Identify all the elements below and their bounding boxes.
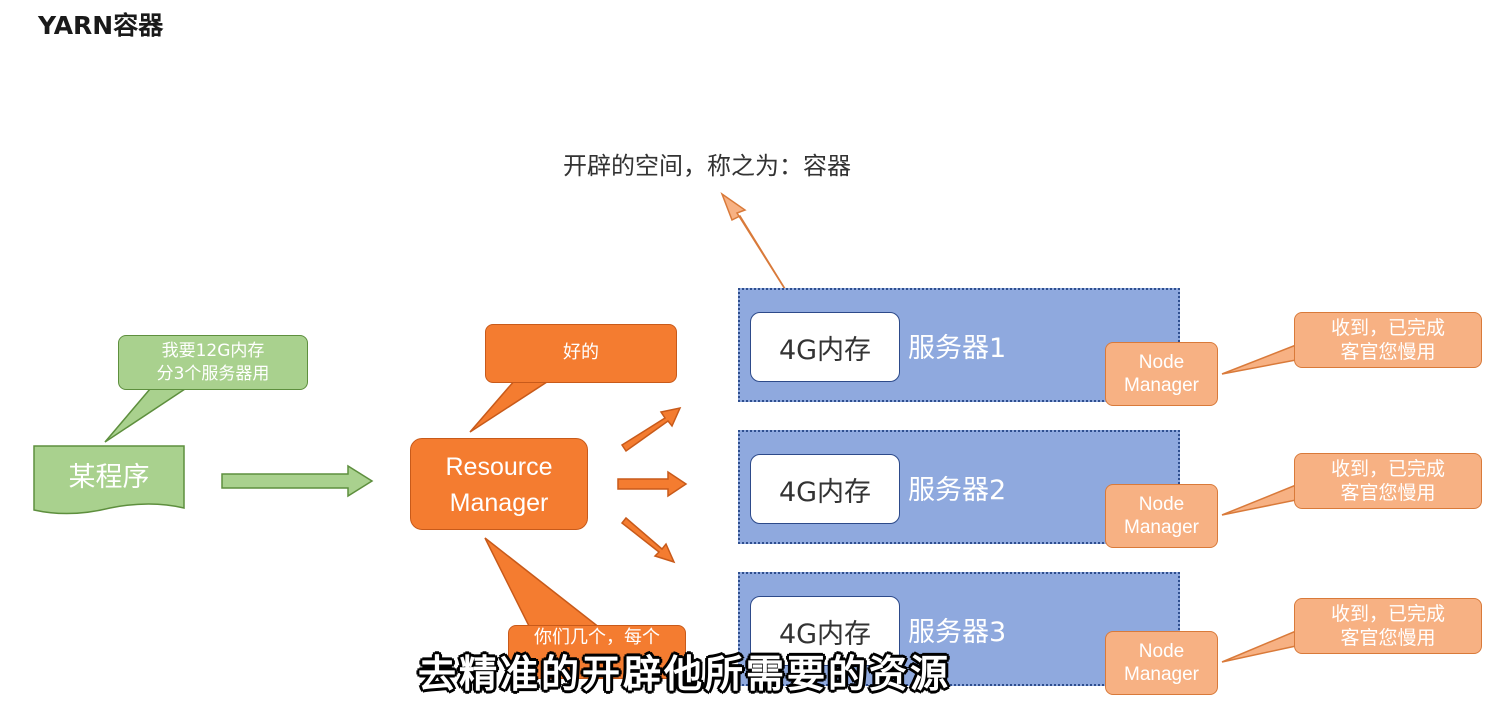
instruct-bubble-tail xyxy=(484,537,603,629)
reply-line-1: 收到，已完成 xyxy=(1330,458,1445,480)
page-title: YARN容器 xyxy=(38,11,164,40)
instruct-bubble: 你们几个，每个 xyxy=(508,625,686,679)
node-reply-tail-3 xyxy=(1221,629,1297,663)
reply-line-1: 收到，已完成 xyxy=(1330,603,1445,625)
node-reply-tail-2 xyxy=(1221,483,1297,516)
node-manager-1: Node Manager xyxy=(1105,342,1218,406)
program-label: 某程序 xyxy=(68,462,150,493)
program-to-rm-arrow xyxy=(221,464,374,498)
request-line-2: 分3个服务器用 xyxy=(156,364,270,384)
request-line-1: 我要12G内存 xyxy=(161,341,265,361)
node-manager-2: Node Manager xyxy=(1105,484,1218,548)
server-label-1: 服务器1 xyxy=(908,333,1007,364)
reply-line-2: 客官您慢用 xyxy=(1340,627,1436,649)
reply-line-2: 客官您慢用 xyxy=(1340,341,1436,363)
video-subtitle: 去精准的开辟他所需要的资源 xyxy=(418,652,952,696)
rm-to-server3-arrow xyxy=(620,516,676,564)
nm-line-1: Node xyxy=(1138,494,1185,515)
reply-line-2: 客官您慢用 xyxy=(1340,482,1436,504)
reply-line-1: 收到，已完成 xyxy=(1330,317,1445,339)
node-manager-3: Node Manager xyxy=(1105,631,1218,695)
server-3: 4G内存 服务器3 xyxy=(738,572,1180,686)
memory-container-3: 4G内存 xyxy=(750,596,900,666)
server-label-3: 服务器3 xyxy=(908,617,1007,648)
server-label-2: 服务器2 xyxy=(908,475,1007,506)
node-reply-3: 收到，已完成 客官您慢用 xyxy=(1294,598,1482,654)
request-bubble: 我要12G内存 分3个服务器用 xyxy=(118,335,308,390)
nm-line-2: Manager xyxy=(1124,664,1199,685)
nm-line-2: Manager xyxy=(1124,517,1199,538)
rm-to-server2-arrow xyxy=(617,470,688,498)
nm-line-2: Manager xyxy=(1124,375,1199,396)
node-reply-1: 收到，已完成 客官您慢用 xyxy=(1294,312,1482,368)
memory-container-1: 4G内存 xyxy=(750,312,900,382)
resource-manager-box: Resource Manager xyxy=(410,438,588,530)
ok-bubble: 好的 xyxy=(485,324,677,383)
memory-container-2: 4G内存 xyxy=(750,454,900,524)
node-reply-2: 收到，已完成 客官您慢用 xyxy=(1294,453,1482,509)
nm-line-1: Node xyxy=(1138,641,1185,662)
container-caption: 开辟的空间，称之为：容器 xyxy=(563,152,851,180)
rm-to-server1-arrow xyxy=(620,406,682,453)
rm-line-1: Resource xyxy=(445,453,553,481)
nm-line-1: Node xyxy=(1138,352,1185,373)
node-reply-tail-1 xyxy=(1221,343,1297,375)
request-bubble-tail xyxy=(104,388,188,443)
program-shape xyxy=(33,445,185,515)
ok-bubble-tail xyxy=(469,379,553,433)
rm-line-2: Manager xyxy=(449,489,549,517)
